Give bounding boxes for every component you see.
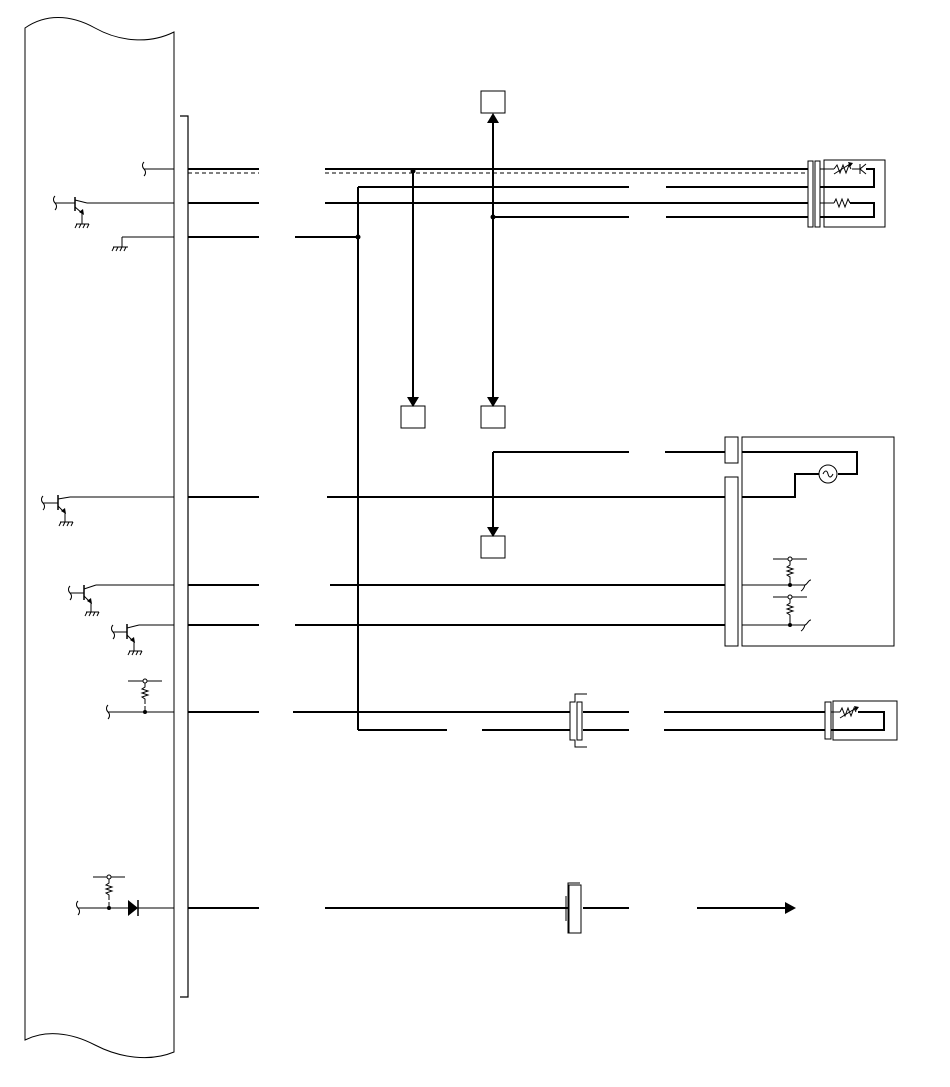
inline-connector-bottom [565, 882, 582, 934]
inline-connector-mid [569, 693, 587, 748]
module-connector-bracket [180, 115, 189, 998]
arrow-right-icon [785, 902, 796, 914]
module-component-middle [724, 436, 895, 647]
transistor-icon [41, 495, 174, 527]
arrow-up-icon [487, 113, 499, 123]
internal-input-169 [142, 161, 174, 177]
control-module-body [24, 17, 175, 1059]
splice-points [355, 168, 496, 240]
arrow-down-icon [407, 397, 419, 407]
ground-icon [111, 236, 174, 252]
sensor-component-bottom [824, 700, 898, 741]
sensor-component-top [807, 159, 886, 228]
reference-box-right [480, 405, 506, 429]
transistor-icon [68, 584, 174, 617]
reference-box-top [480, 90, 506, 114]
transistor-icon [111, 624, 174, 656]
harness-wires [188, 168, 825, 909]
arrow-down-icon [487, 397, 499, 407]
diode-icon [76, 874, 174, 916]
reference-box-mid [480, 535, 506, 559]
resistor-icon [106, 678, 174, 720]
transistor-icon [53, 195, 174, 229]
arrow-down-icon [487, 527, 499, 537]
reference-box-left [400, 405, 426, 429]
